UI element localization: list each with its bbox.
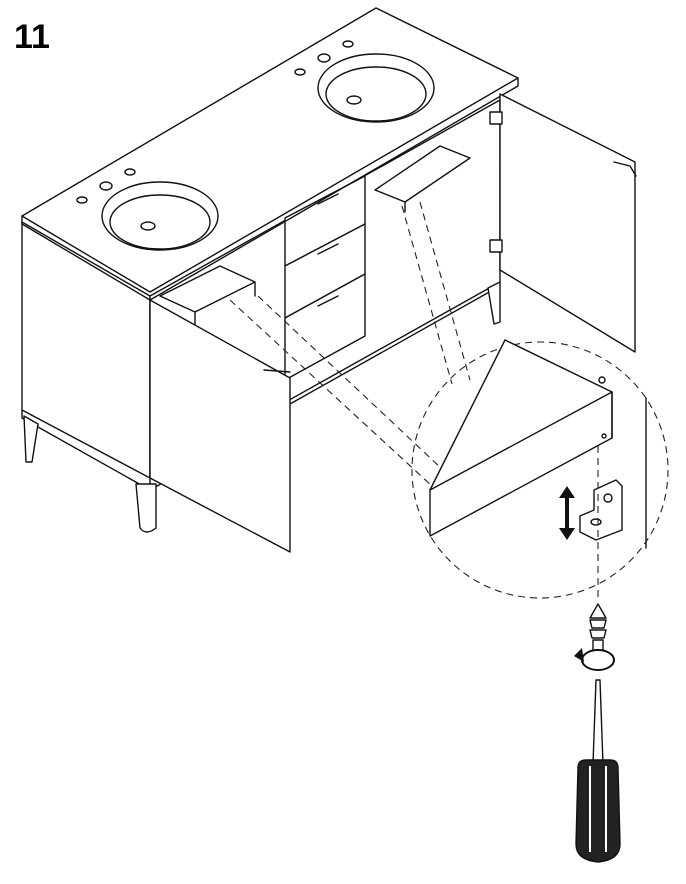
detail-circle	[411, 341, 669, 599]
detail-shelf	[429, 339, 613, 537]
screwdriver	[575, 679, 621, 863]
step-number: 11	[14, 18, 50, 56]
drawer-bottom	[284, 273, 366, 381]
countertop	[21, 7, 519, 301]
sink-drain-right	[346, 95, 362, 105]
right-bay-shelf	[374, 145, 471, 203]
up-down-arrow-icon	[559, 486, 575, 540]
right-sink-basin	[317, 53, 435, 123]
right-leg	[487, 281, 501, 325]
screw	[589, 603, 607, 651]
sink-drain-left	[140, 221, 156, 231]
left-leg	[23, 415, 39, 463]
door-hinge-lower	[489, 239, 503, 253]
front-leg	[135, 483, 157, 533]
detail-projection-lines	[229, 201, 471, 487]
right-door-open	[499, 93, 636, 353]
left-door-open	[149, 299, 291, 553]
door-hinge-upper	[489, 111, 503, 125]
l-bracket	[579, 479, 623, 541]
left-sink-basin	[101, 181, 219, 251]
detail-callout	[411, 339, 669, 600]
rotate-screw-icon	[574, 648, 615, 671]
screwdriver-handle	[575, 759, 621, 863]
